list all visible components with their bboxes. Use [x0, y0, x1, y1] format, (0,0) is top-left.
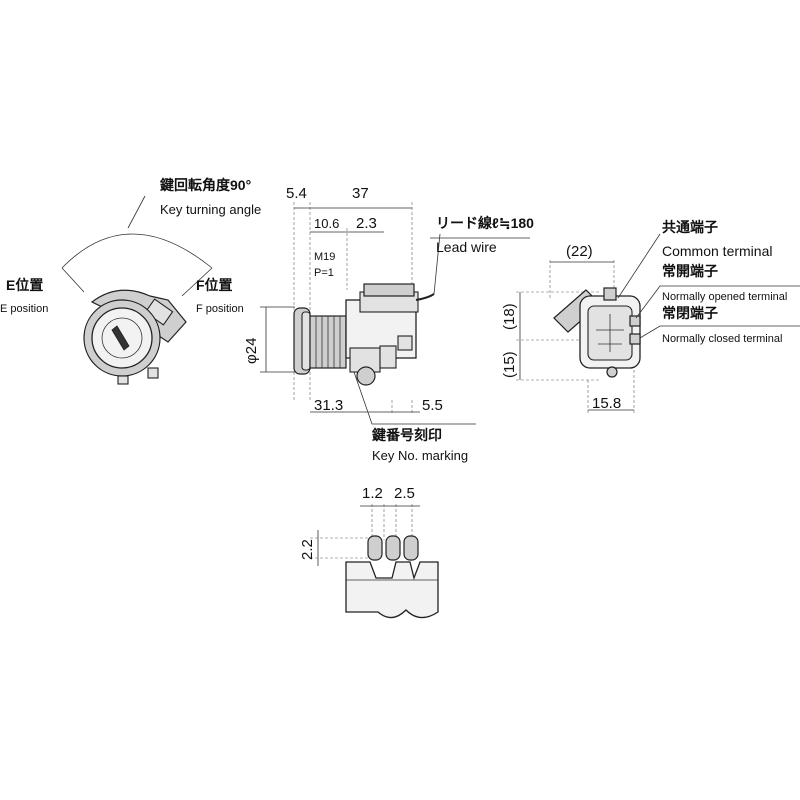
- keyhole: [111, 325, 130, 351]
- key-rotation-label-en: Key turning angle: [160, 202, 261, 217]
- lead-wire-label-en: Lead wire: [436, 239, 497, 255]
- e-position-label-en: E position: [0, 303, 48, 315]
- dim-18: (18): [501, 303, 518, 330]
- key-rotation-label-jp: 鍵回転角度90°: [160, 177, 251, 193]
- dim-10-6: 10.6: [314, 216, 339, 231]
- dim-2-3: 2.3: [356, 215, 377, 232]
- dim-1-2: 1.2: [362, 485, 383, 502]
- thread-label-1: M19: [314, 251, 335, 263]
- terminal-common: [603, 287, 617, 301]
- key-no-label-jp: 鍵番号刻印: [372, 427, 442, 443]
- dim-2-5: 2.5: [394, 485, 415, 502]
- dim-37: 37: [352, 185, 369, 202]
- dim-15: (15): [501, 351, 518, 378]
- dim-22: (22): [566, 243, 593, 260]
- dim-2-2: 2.2: [299, 539, 316, 560]
- nc-terminal-label-en: Normally closed terminal: [662, 333, 782, 345]
- terminal-pin-1: [367, 535, 383, 561]
- terminal-pin-2: [385, 535, 401, 561]
- thread-label-2: P=1: [314, 267, 334, 279]
- key-rotation-arc: [61, 233, 213, 269]
- key-no-label-en: Key No. marking: [372, 448, 468, 463]
- side-view: [260, 202, 530, 425]
- terminal-no: [629, 315, 641, 327]
- terminal-base: [345, 561, 439, 619]
- dim-31-3: 31.3: [314, 397, 343, 414]
- e-position-label-jp: E位置: [6, 277, 43, 293]
- terminal-nc: [629, 333, 641, 345]
- f-position-label-en: F position: [196, 303, 244, 315]
- dim-15-8: 15.8: [592, 395, 621, 412]
- terminal-detail: [310, 504, 439, 619]
- no-terminal-label-jp: 常開端子: [662, 263, 718, 279]
- dim-phi24: φ24: [243, 338, 260, 364]
- dim-5-4: 5.4: [286, 185, 307, 202]
- no-terminal-label-en: Normally opened terminal: [662, 291, 787, 303]
- mounting-nut: [356, 366, 376, 386]
- lead-wire: [415, 293, 435, 301]
- dim-5-5: 5.5: [422, 397, 443, 414]
- f-position-label-jp: F位置: [196, 277, 233, 293]
- front-view: [61, 195, 213, 385]
- lead-wire-label-jp: リード線ℓ≒180: [436, 215, 534, 231]
- nc-terminal-label-jp: 常閉端子: [662, 305, 718, 321]
- terminal-pin-3: [403, 535, 419, 561]
- common-terminal-label-jp: 共通端子: [662, 219, 718, 235]
- common-terminal-label-en: Common terminal: [662, 243, 772, 259]
- rear-view: [516, 233, 800, 414]
